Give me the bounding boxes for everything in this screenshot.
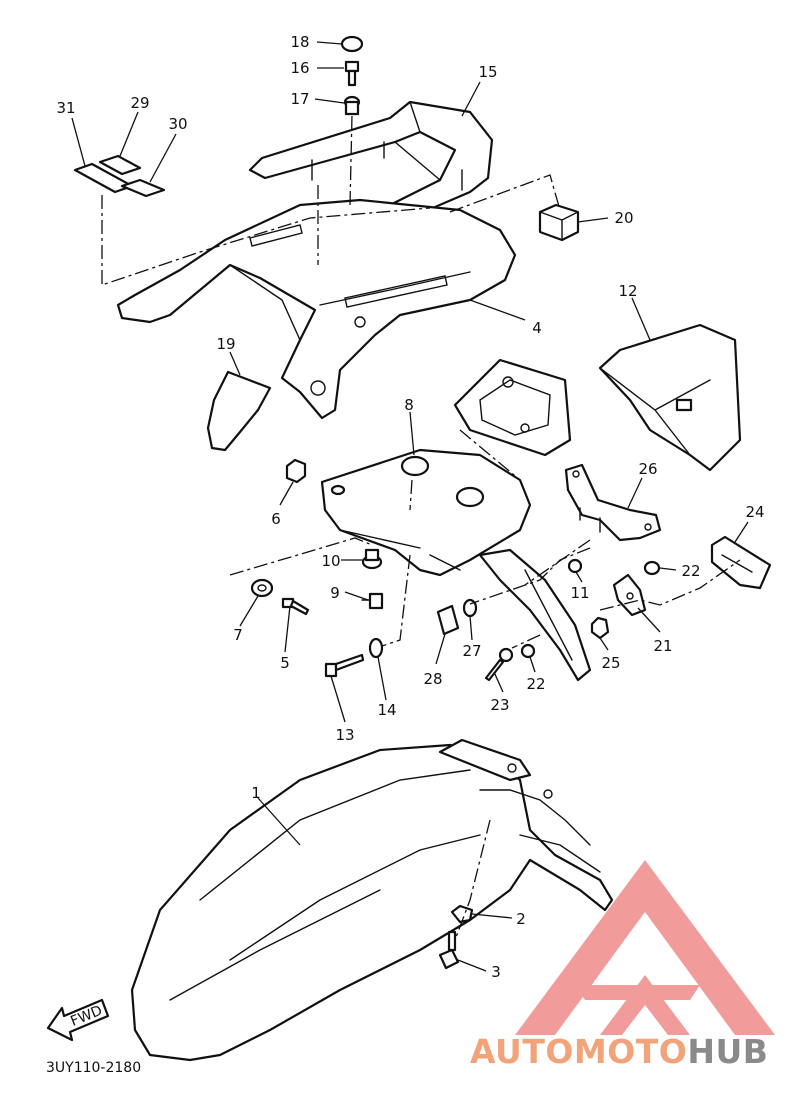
callout-17: 17	[290, 90, 309, 108]
part-23-screw	[484, 647, 514, 682]
watermark-text-part2: HUB	[687, 1032, 768, 1071]
callout-26: 26	[638, 460, 657, 478]
callout-24: 24	[745, 503, 764, 521]
part-25-nut	[590, 616, 610, 640]
callout-20: 20	[614, 209, 633, 227]
diagram-code: 3UY110-2180	[46, 1060, 141, 1076]
callout-18: 18	[290, 33, 309, 51]
callout-11: 11	[570, 584, 589, 602]
fender-stay	[478, 548, 592, 682]
callout-23: 23	[490, 696, 509, 714]
callout-21: 21	[653, 637, 672, 655]
part-12-housing	[598, 323, 742, 472]
watermark-logo	[515, 860, 775, 1035]
watermark-bar	[575, 985, 700, 1000]
leader-lines	[71, 41, 749, 972]
callout-7: 7	[233, 626, 243, 644]
fwd-arrow: FWD	[46, 998, 110, 1042]
part-29-decal	[98, 154, 142, 176]
part-21-bracket	[612, 573, 647, 617]
part-19-flap	[206, 370, 272, 452]
watermark-triangle-outer	[515, 860, 775, 1035]
callout-numbers: 18 16 17 15 31 29 30 20 12 4 19 8 6 10 9…	[56, 33, 764, 981]
watermark-text-part1: AUTOMOTO	[470, 1032, 687, 1071]
part-3-bolt	[438, 930, 460, 970]
part-8-bracket	[320, 448, 532, 577]
assembly-lines	[101, 114, 741, 941]
callout-19: 19	[216, 335, 235, 353]
callout-16: 16	[290, 59, 309, 77]
part-4-rear-cover	[116, 198, 517, 420]
part-16-bolt	[344, 60, 360, 87]
part-1-rear-fender	[130, 738, 614, 1062]
callout-1: 1	[251, 784, 261, 802]
callout-2: 2	[516, 910, 526, 928]
watermark-text: AUTOMOTOHUB	[470, 1032, 768, 1071]
callout-3: 3	[491, 963, 501, 981]
part-14-washer	[368, 637, 384, 659]
callout-29: 29	[130, 94, 149, 112]
license-bracket	[453, 358, 572, 457]
callout-22a: 22	[681, 562, 700, 580]
callout-14: 14	[377, 701, 396, 719]
watermark-triangle-inner	[600, 975, 690, 1035]
callout-5: 5	[280, 654, 290, 672]
part-2-nut	[450, 904, 474, 924]
part-22-washer-b	[520, 643, 536, 659]
callout-28: 28	[423, 670, 442, 688]
part-22-washer-a	[643, 560, 661, 576]
part-18-cap	[340, 35, 364, 53]
part-13-bolt	[324, 653, 365, 678]
part-20-block	[538, 203, 580, 242]
callout-6: 6	[271, 510, 281, 528]
part-9-bolt	[361, 592, 384, 610]
part-10-grommet	[361, 548, 383, 570]
callout-30: 30	[168, 115, 187, 133]
part-24-reflector	[710, 535, 772, 590]
part-7-washer	[250, 578, 274, 598]
callout-12: 12	[618, 282, 637, 300]
callout-31: 31	[56, 99, 75, 117]
callout-15: 15	[478, 63, 497, 81]
part-30-decal	[120, 178, 166, 198]
callout-10: 10	[321, 552, 340, 570]
callout-27: 27	[462, 642, 481, 660]
callout-22b: 22	[526, 675, 545, 693]
part-5-bolt	[281, 597, 310, 616]
part-6-nut	[285, 458, 307, 484]
part-28-collar	[436, 604, 460, 636]
callout-9: 9	[330, 584, 340, 602]
part-11-nut	[567, 558, 583, 574]
part-26-bracket	[564, 463, 662, 542]
part-17-collar	[343, 95, 361, 116]
callout-4: 4	[532, 319, 542, 337]
callout-25: 25	[601, 654, 620, 672]
callout-13: 13	[335, 726, 354, 744]
callout-8: 8	[404, 396, 414, 414]
